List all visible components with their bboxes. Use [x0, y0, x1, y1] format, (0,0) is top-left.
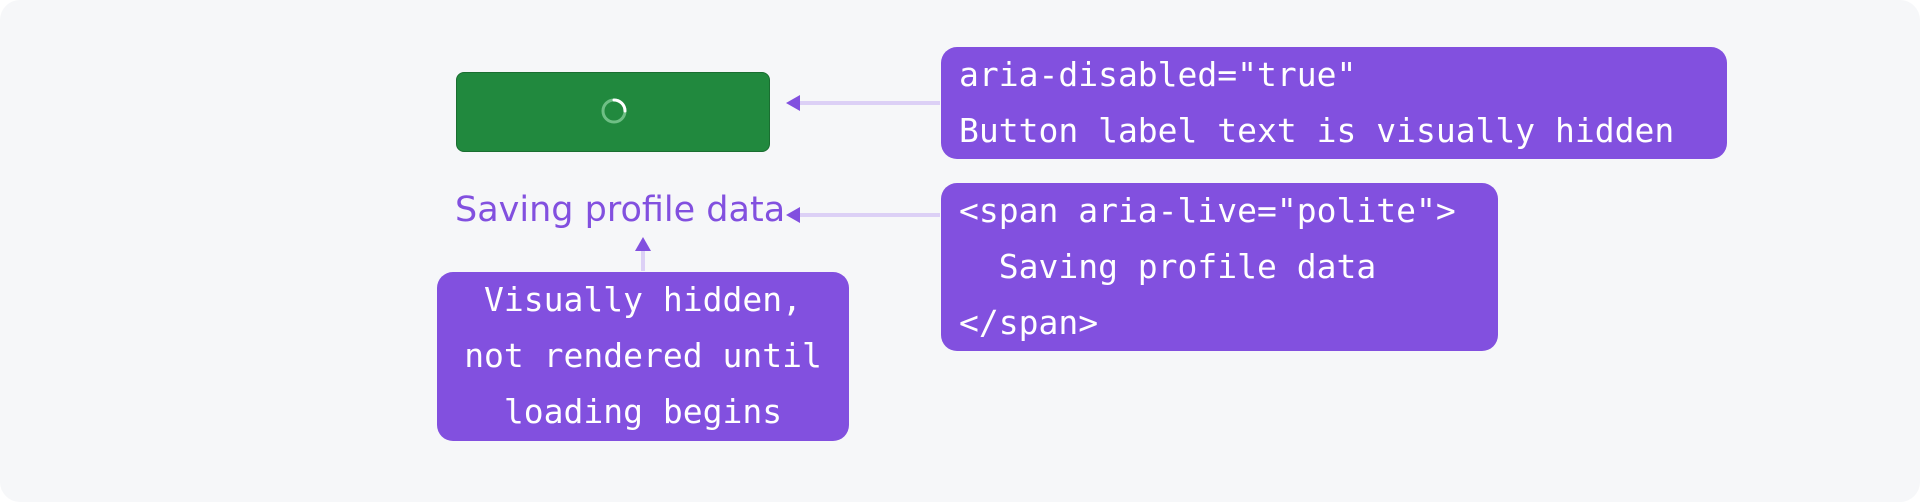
button-connector-arrowhead [786, 95, 800, 111]
callout-line: loading begins [503, 392, 783, 431]
save-button-loading[interactable] [456, 72, 770, 152]
visually-hidden-callout: Visually hidden, not rendered until load… [437, 272, 849, 441]
button-attributes-callout: aria-disabled="true" Button label text i… [941, 47, 1727, 159]
live-region-code-callout: <span aria-live="polite"> Saving profile… [941, 183, 1498, 351]
callout-line: Visually hidden, [484, 280, 802, 319]
callout-line: Button label text is visually hidden [959, 111, 1675, 150]
code-line: Saving profile data [959, 247, 1377, 286]
code-line: <span aria-live="polite"> [959, 191, 1456, 230]
callout-line: not rendered until [464, 336, 822, 375]
status-text: Saving profile data [455, 190, 786, 230]
status-connector-arrowhead [786, 207, 800, 223]
code-line: </span> [959, 303, 1099, 342]
callout-line: aria-disabled="true" [959, 55, 1357, 94]
loading-spinner-icon [601, 98, 627, 124]
hidden-connector-arrowhead [635, 237, 651, 251]
